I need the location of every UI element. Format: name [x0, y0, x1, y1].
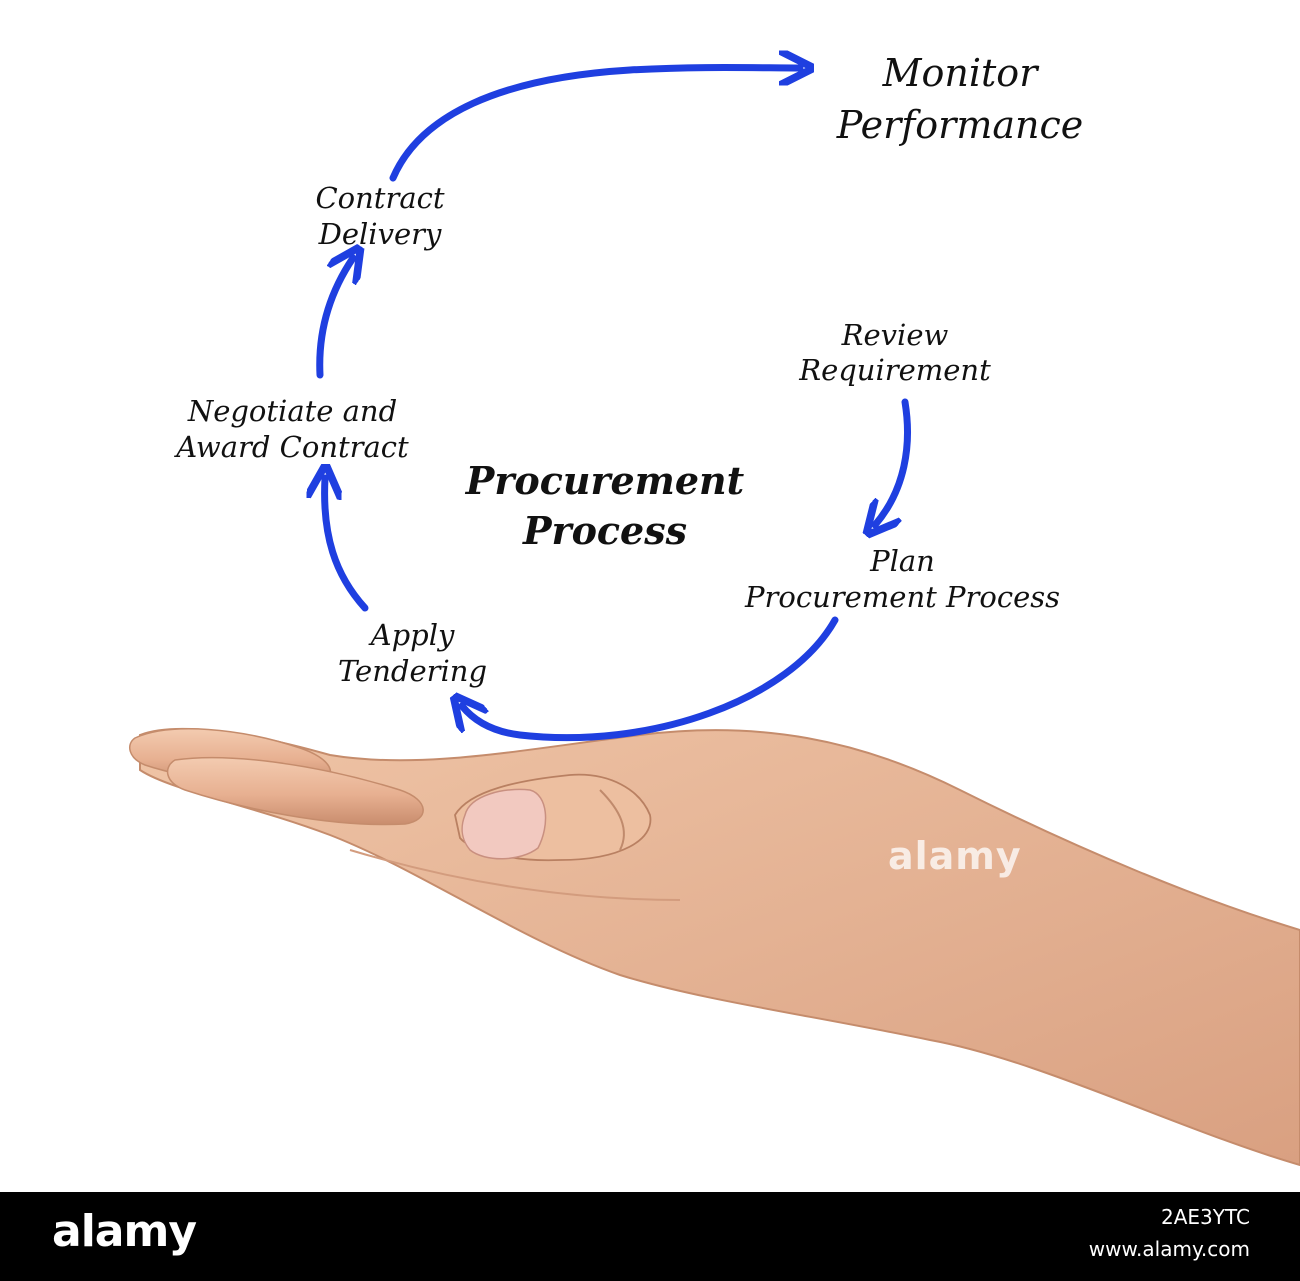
- palm-crease-2: [349, 849, 681, 901]
- step-negotiate-line-2: Award Contract: [176, 430, 409, 464]
- stock-footer: alamy 2AE3YTC www.alamy.com: [0, 1192, 1300, 1281]
- thumbnail: [461, 788, 547, 860]
- step-plan-line-2: Procurement Process: [745, 580, 1060, 614]
- arrow-tendering-to-negotiate: [325, 478, 369, 612]
- step-delivery-line-2: Delivery: [318, 217, 442, 251]
- step-review-requirement: Review Requirement: [760, 318, 1030, 388]
- arm-shape: [139, 727, 1300, 1167]
- step-review-line-1: Review: [841, 318, 949, 352]
- hand-illustration: [128, 727, 1300, 1167]
- diagram-title: Procurement Process: [420, 456, 790, 556]
- step-plan-procurement-process: Plan Procurement Process: [705, 543, 1100, 615]
- step-tendering-line-1: Apply: [370, 618, 455, 652]
- step-monitor-performance: Monitor Performance: [790, 47, 1130, 151]
- footer-logo: alamy: [52, 1206, 197, 1257]
- step-negotiate-award-contract: Negotiate and Award Contract: [130, 393, 455, 465]
- cycle-arrows: [316, 68, 911, 742]
- step-plan-line-1: Plan: [870, 544, 935, 578]
- step-contract-delivery: Contract Delivery: [285, 180, 475, 252]
- stock-watermark: alamy: [888, 834, 1022, 878]
- finger-middle: [166, 756, 424, 826]
- arrow-delivery-to-monitor: [389, 68, 800, 182]
- footer-image-id: 2AE3YTC: [1161, 1205, 1250, 1229]
- footer-image-info: 2AE3YTC www.alamy.com: [1089, 1200, 1250, 1264]
- step-monitor-line-1: Monitor: [882, 51, 1038, 95]
- step-tendering-line-2: Tendering: [337, 654, 488, 688]
- step-monitor-line-2: Performance: [836, 103, 1084, 147]
- diagram-title-line-1: Procurement: [465, 458, 745, 503]
- step-review-line-2: Requirement: [799, 353, 991, 387]
- diagram-title-line-2: Process: [522, 508, 688, 553]
- palm-crease: [599, 789, 625, 851]
- arrow-review-to-plan: [875, 398, 911, 525]
- arrow-plan-to-tendering: [462, 616, 839, 742]
- arrow-negotiate-to-delivery: [316, 258, 353, 379]
- step-delivery-line-1: Contract: [315, 181, 445, 215]
- footer-site-url: www.alamy.com: [1088, 1237, 1250, 1261]
- step-negotiate-line-1: Negotiate and: [187, 394, 398, 428]
- step-apply-tendering: Apply Tendering: [300, 617, 525, 689]
